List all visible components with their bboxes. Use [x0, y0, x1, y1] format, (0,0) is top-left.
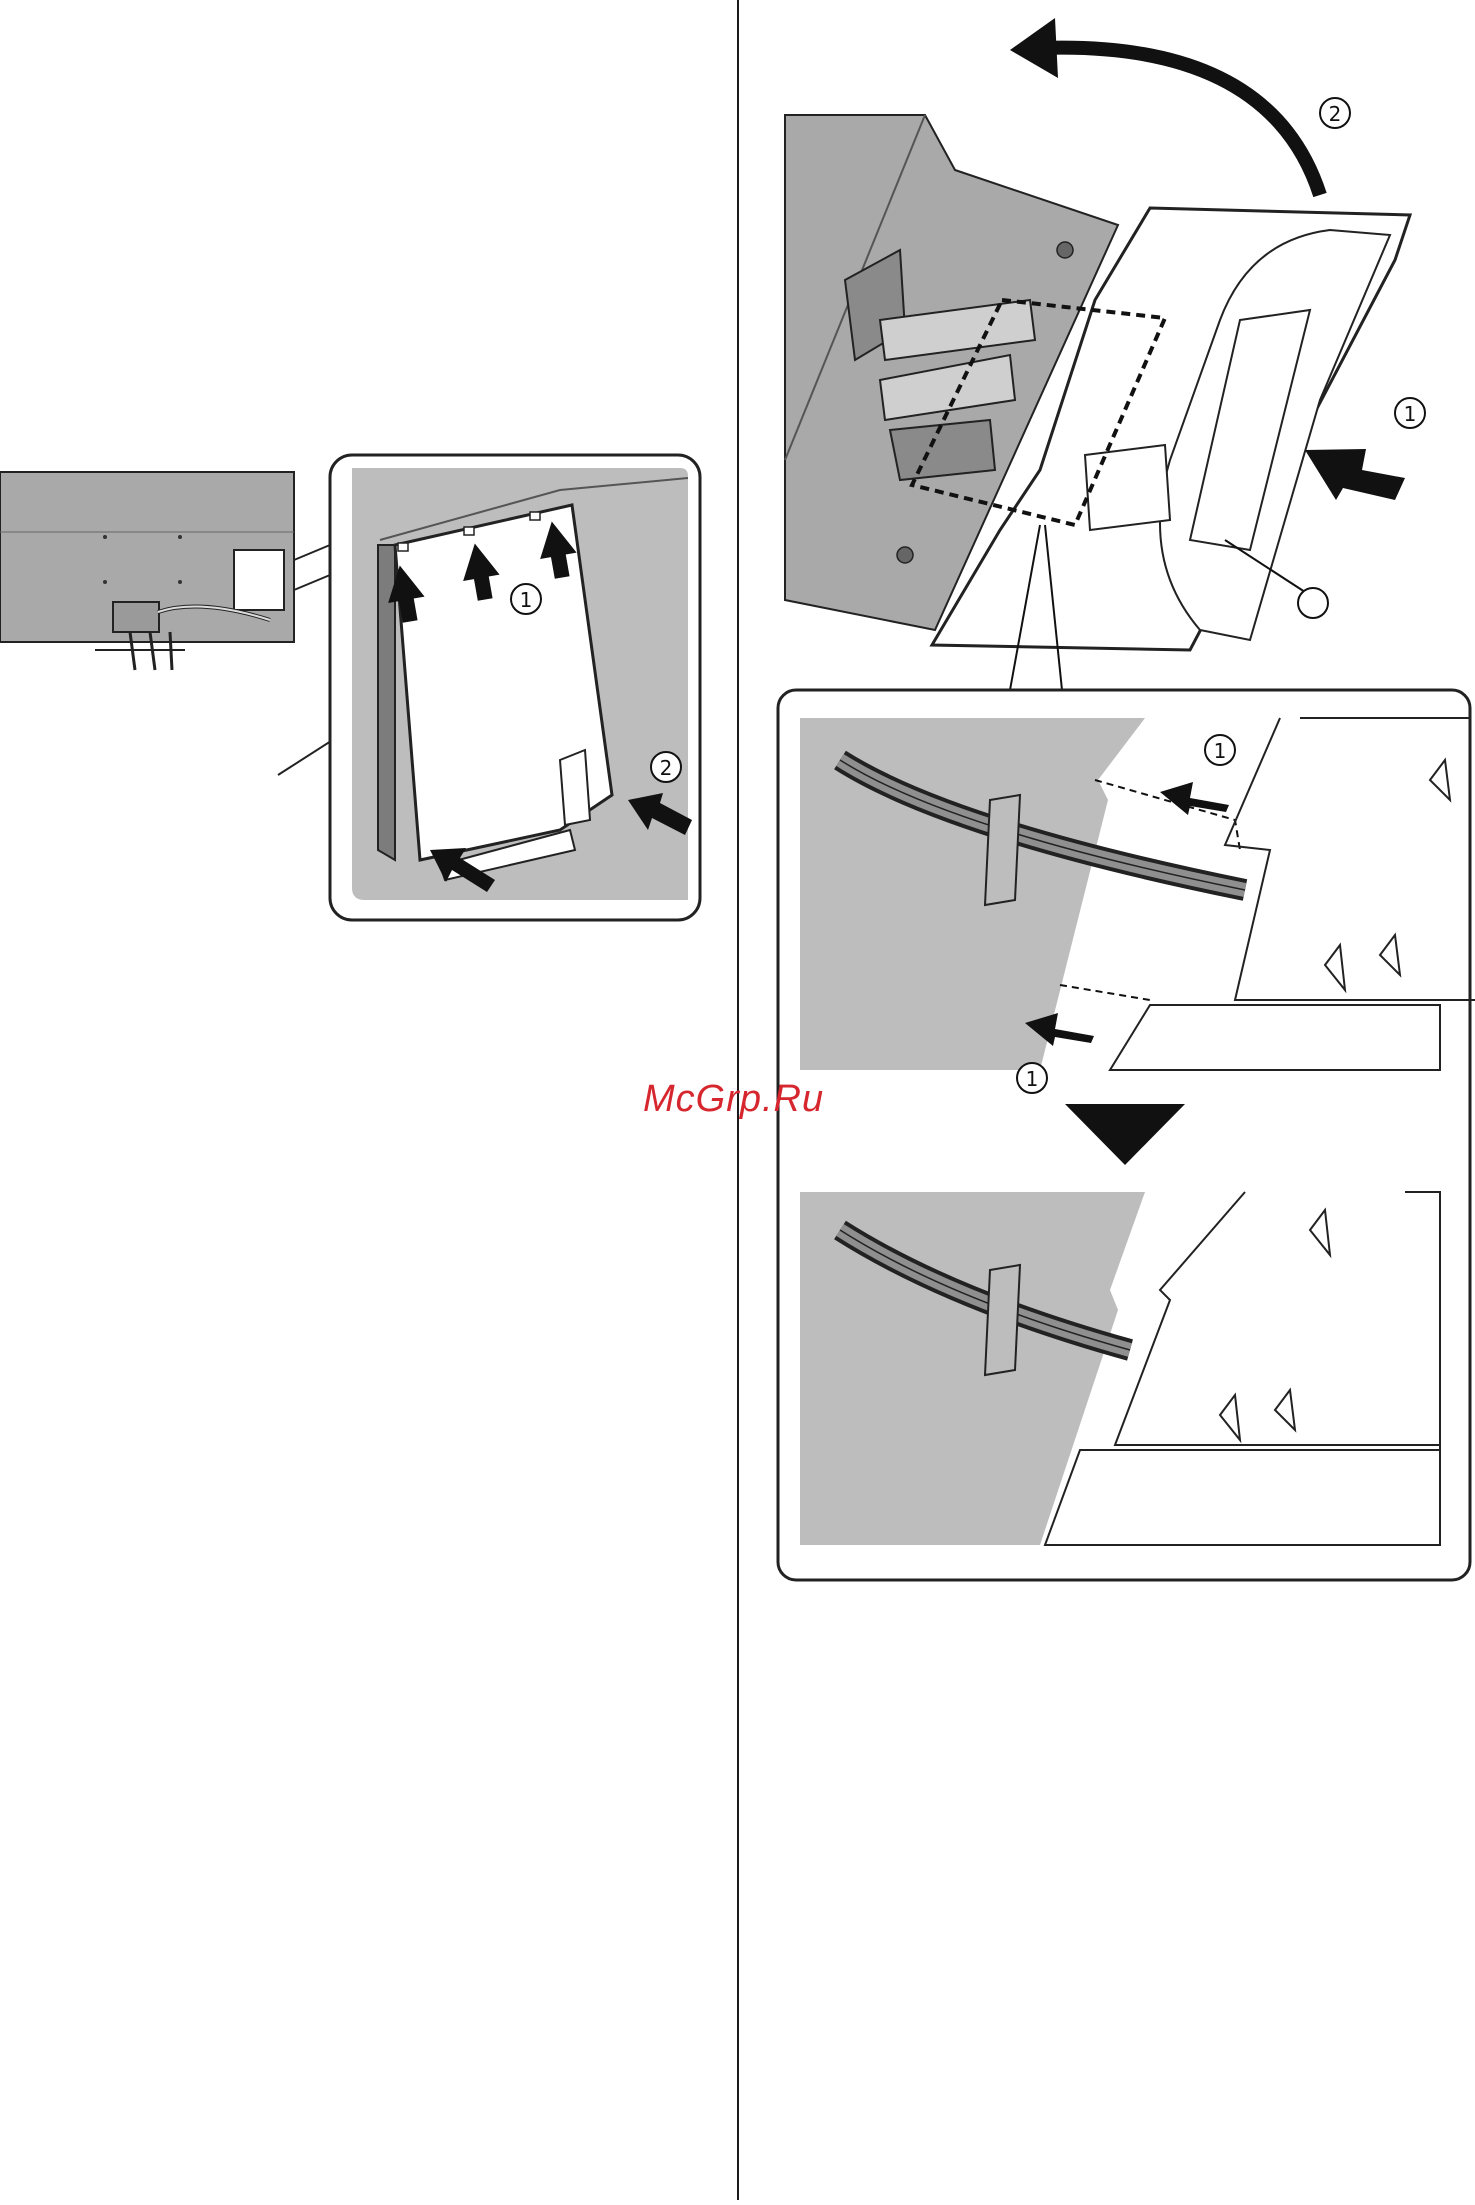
arrow-left-icon	[1305, 449, 1405, 500]
zoom-detail-panel: 1 1	[778, 690, 1475, 1580]
step-2-callout: 2	[1320, 98, 1350, 128]
detail-panel-left: 1 2	[330, 455, 700, 920]
step-1-callout: 1	[1205, 735, 1235, 765]
step-2-callout: 2	[651, 752, 681, 782]
step-1-callout: 1	[1395, 398, 1425, 428]
tv-rear-overview	[0, 472, 330, 670]
svg-text:1: 1	[520, 588, 533, 612]
watermark-text: McGrp.Ru	[643, 1078, 824, 1121]
step-1-callout: 1	[511, 584, 541, 614]
part-reference-circle	[1298, 588, 1328, 618]
svg-text:1: 1	[1026, 1067, 1039, 1091]
stand-cover-assembly: 2 1	[785, 18, 1425, 690]
svg-text:1: 1	[1214, 739, 1227, 763]
cover-location-box	[234, 550, 284, 610]
curved-arrow-icon	[1040, 48, 1320, 195]
step-1-callout: 1	[1017, 1063, 1047, 1093]
svg-text:2: 2	[1329, 102, 1342, 126]
svg-text:1: 1	[1404, 402, 1417, 426]
svg-text:2: 2	[660, 756, 673, 780]
